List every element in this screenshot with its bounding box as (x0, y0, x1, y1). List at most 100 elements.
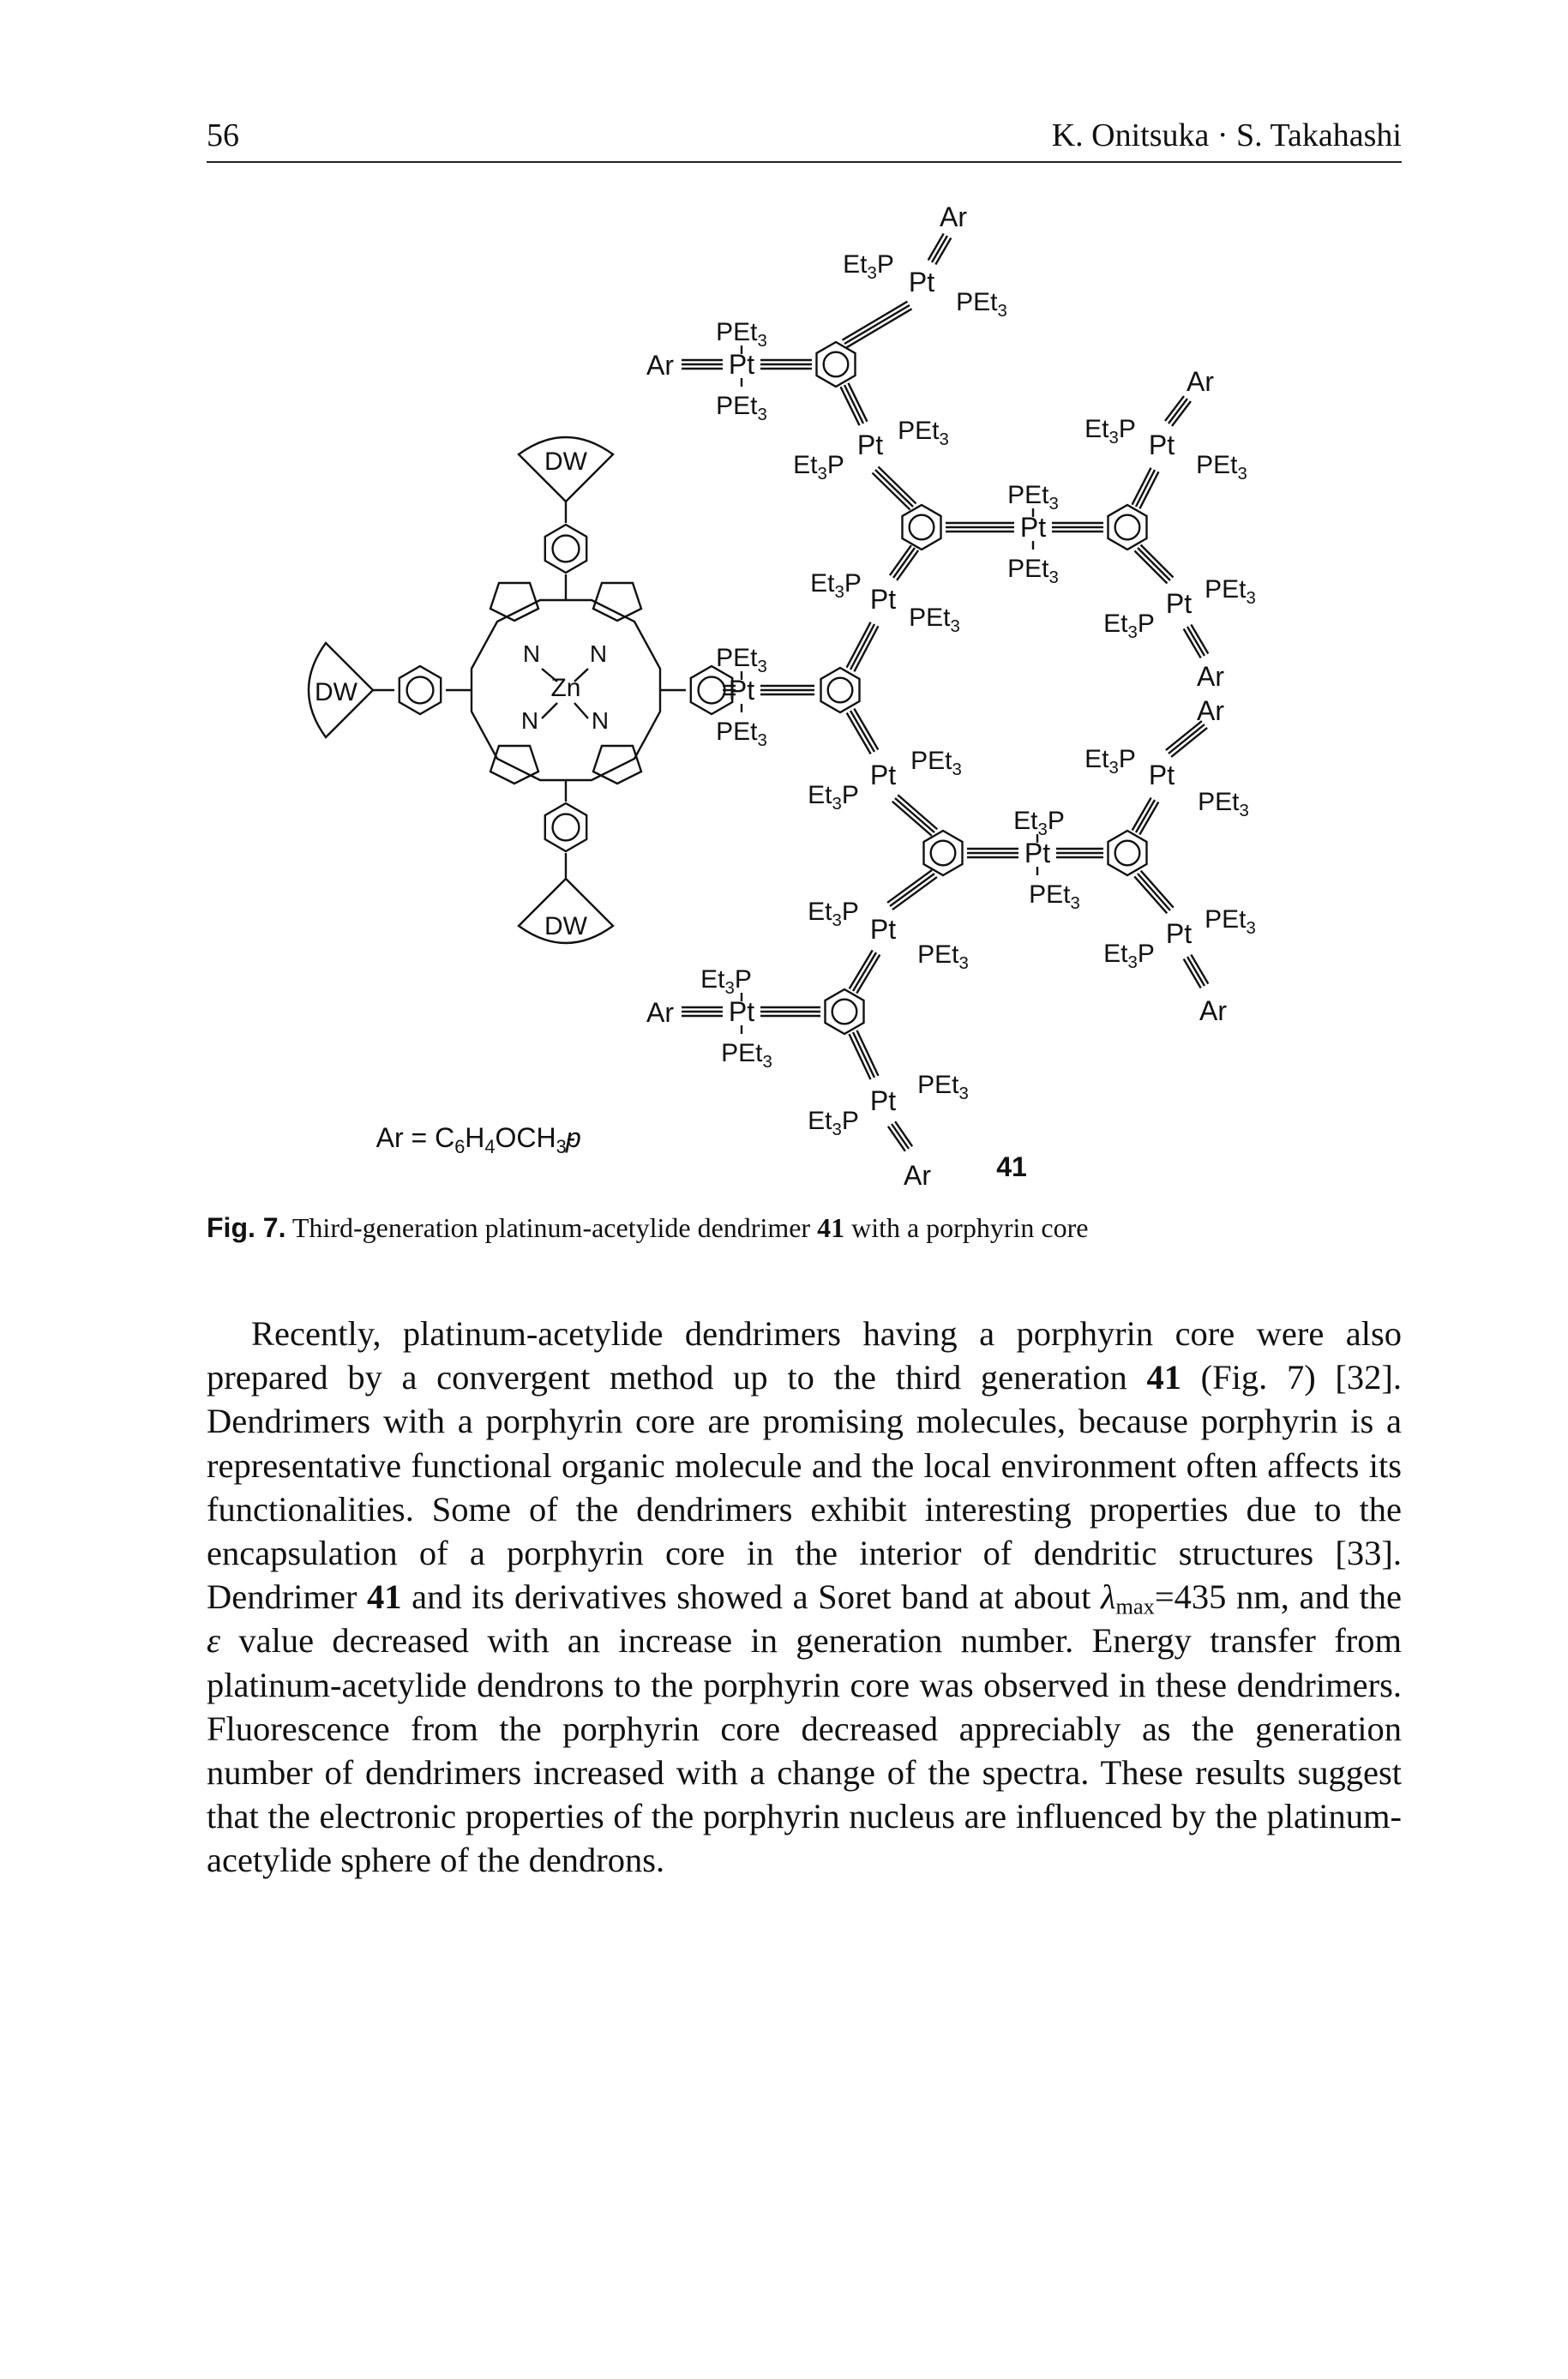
platinum-label: Pt (1149, 430, 1174, 460)
triple-bond (1170, 726, 1208, 758)
page-number: 56 (207, 117, 239, 153)
triple-bond (848, 1033, 872, 1080)
pet3-label: PEt3​ (1007, 481, 1059, 514)
aromatic-circle (826, 676, 854, 704)
lambda-subscript: max (1115, 1594, 1155, 1619)
triple-bond (1134, 469, 1156, 508)
triple-bond (871, 472, 911, 511)
aromatic-circle (908, 514, 935, 541)
pet3-label: PEt3​ (716, 644, 767, 676)
compound-ref: 41 (367, 1577, 402, 1617)
triple-bond (896, 550, 920, 581)
pet3-label: PEt3​ (1007, 555, 1059, 587)
platinum-label: Pt (1024, 838, 1050, 868)
triple-bond (1139, 544, 1174, 579)
triple-bond (889, 873, 935, 907)
benzene-ring (544, 523, 588, 574)
triple-bond (856, 1030, 880, 1077)
triple-bond (845, 308, 913, 349)
caption-label: Fig. 7. (207, 1212, 286, 1243)
et3p-label: Et3​P (1103, 610, 1155, 642)
zn-n-bond (541, 702, 558, 719)
figure-caption: Fig. 7. Third-generation platinum-acetyl… (207, 1211, 1402, 1245)
triple-bond (849, 623, 876, 670)
pet3-label: PEt3​ (1205, 905, 1256, 938)
triple-bond (1138, 471, 1160, 509)
body-text: Recently, platinum-acetylide dendrimers … (207, 1312, 1402, 1883)
pet3-label: PEt3​ (716, 718, 767, 750)
aromatic-circle (406, 676, 435, 705)
triple-bond (843, 384, 865, 424)
aromatic-circle (929, 839, 957, 867)
triple-bond (1138, 801, 1160, 836)
pet3-label: PEt3​ (1198, 788, 1249, 820)
platinum-label: Pt (729, 675, 754, 706)
ar-definition: Ar = C6​H4​OCH3​- (376, 1122, 576, 1157)
body-text-part: (Fig. 7) [32]. Dendrimers with a porphyr… (207, 1358, 1402, 1617)
triple-bond (851, 1031, 876, 1078)
pet3-label: PEt3​ (917, 940, 969, 973)
pet3-label: PEt3​ (1196, 451, 1247, 484)
triple-bond (1133, 550, 1168, 585)
benzene-ring (1107, 829, 1148, 877)
platinum-label: Pt (870, 760, 896, 790)
triple-bond (1137, 547, 1171, 581)
running-head: 56 K. Onitsuka · S. Takahashi (207, 117, 1402, 158)
et3p-label: Et3​P (808, 1107, 859, 1139)
benzene-ring (398, 664, 442, 716)
triple-bond (845, 712, 872, 755)
pet3-label: PEt3​ (909, 604, 960, 636)
triple-bond (1137, 873, 1171, 911)
dendrimer-structure-figure: ZnNNNNDWDWDWPtPEt3​PEt3​PtEt3​PPEt3​PtPE… (307, 201, 1256, 1191)
aryl-label: Ar (1187, 366, 1214, 397)
aryl-label: Ar (1197, 661, 1224, 692)
pet3-label: PEt3​ (910, 747, 962, 779)
et3p-label: Et3​P (1084, 415, 1136, 448)
caption-text-start: Third-generation platinum-acetylide dend… (291, 1212, 818, 1243)
zinc-atom-label: Zn (550, 674, 580, 702)
et3p-label: Et3​P (1103, 940, 1155, 972)
dendron-label-top: DW (544, 448, 588, 476)
epsilon-symbol: ε (207, 1621, 220, 1661)
pyrrole-ring (592, 744, 643, 785)
triple-bond (848, 949, 874, 990)
platinum-label: Pt (729, 996, 754, 1027)
aryl-label: Ar (1199, 995, 1227, 1026)
dendron-wedge-left (307, 641, 375, 739)
triple-bond (891, 800, 933, 837)
pet3-label: PEt3​ (917, 1071, 969, 1103)
benzene-ring (815, 340, 856, 388)
et3p-label: Et3​P (810, 569, 862, 602)
et3p-label: Et3​P (793, 451, 844, 484)
triple-bond (930, 235, 949, 263)
triple-bond (891, 1123, 910, 1150)
platinum-label: Pt (870, 1085, 896, 1116)
pet3-label: PEt3​ (898, 417, 949, 449)
dendron-wedge-top (517, 436, 615, 503)
aryl-label: Ar (940, 201, 967, 232)
triple-bond (1165, 720, 1203, 752)
triple-bond (1164, 395, 1185, 422)
pyrrole-ring (592, 581, 643, 622)
et3p-label: Et3​P (808, 781, 859, 814)
triple-bond (1182, 628, 1202, 659)
aromatic-circle (551, 813, 580, 842)
aryl-label: Ar (646, 997, 674, 1028)
nitrogen-label: N (521, 707, 538, 734)
platinum-label: Pt (909, 267, 934, 297)
triple-bond (847, 382, 868, 423)
triple-bond (927, 232, 945, 261)
platinum-label: Pt (857, 430, 883, 460)
porphyrin-macrocycle (470, 598, 662, 782)
benzene-ring (689, 664, 734, 716)
platinum-label: Pt (1020, 512, 1046, 543)
aryl-label: Ar (646, 350, 674, 381)
nitrogen-label: N (592, 707, 609, 734)
triple-bond (1168, 398, 1188, 424)
dendron-wedge-bottom (517, 877, 615, 945)
header-rule (207, 161, 1402, 163)
triple-bond (1186, 626, 1206, 657)
benzene-ring (824, 988, 865, 1036)
pet3-label: PEt3​ (716, 318, 767, 351)
aromatic-circle (1114, 514, 1141, 541)
